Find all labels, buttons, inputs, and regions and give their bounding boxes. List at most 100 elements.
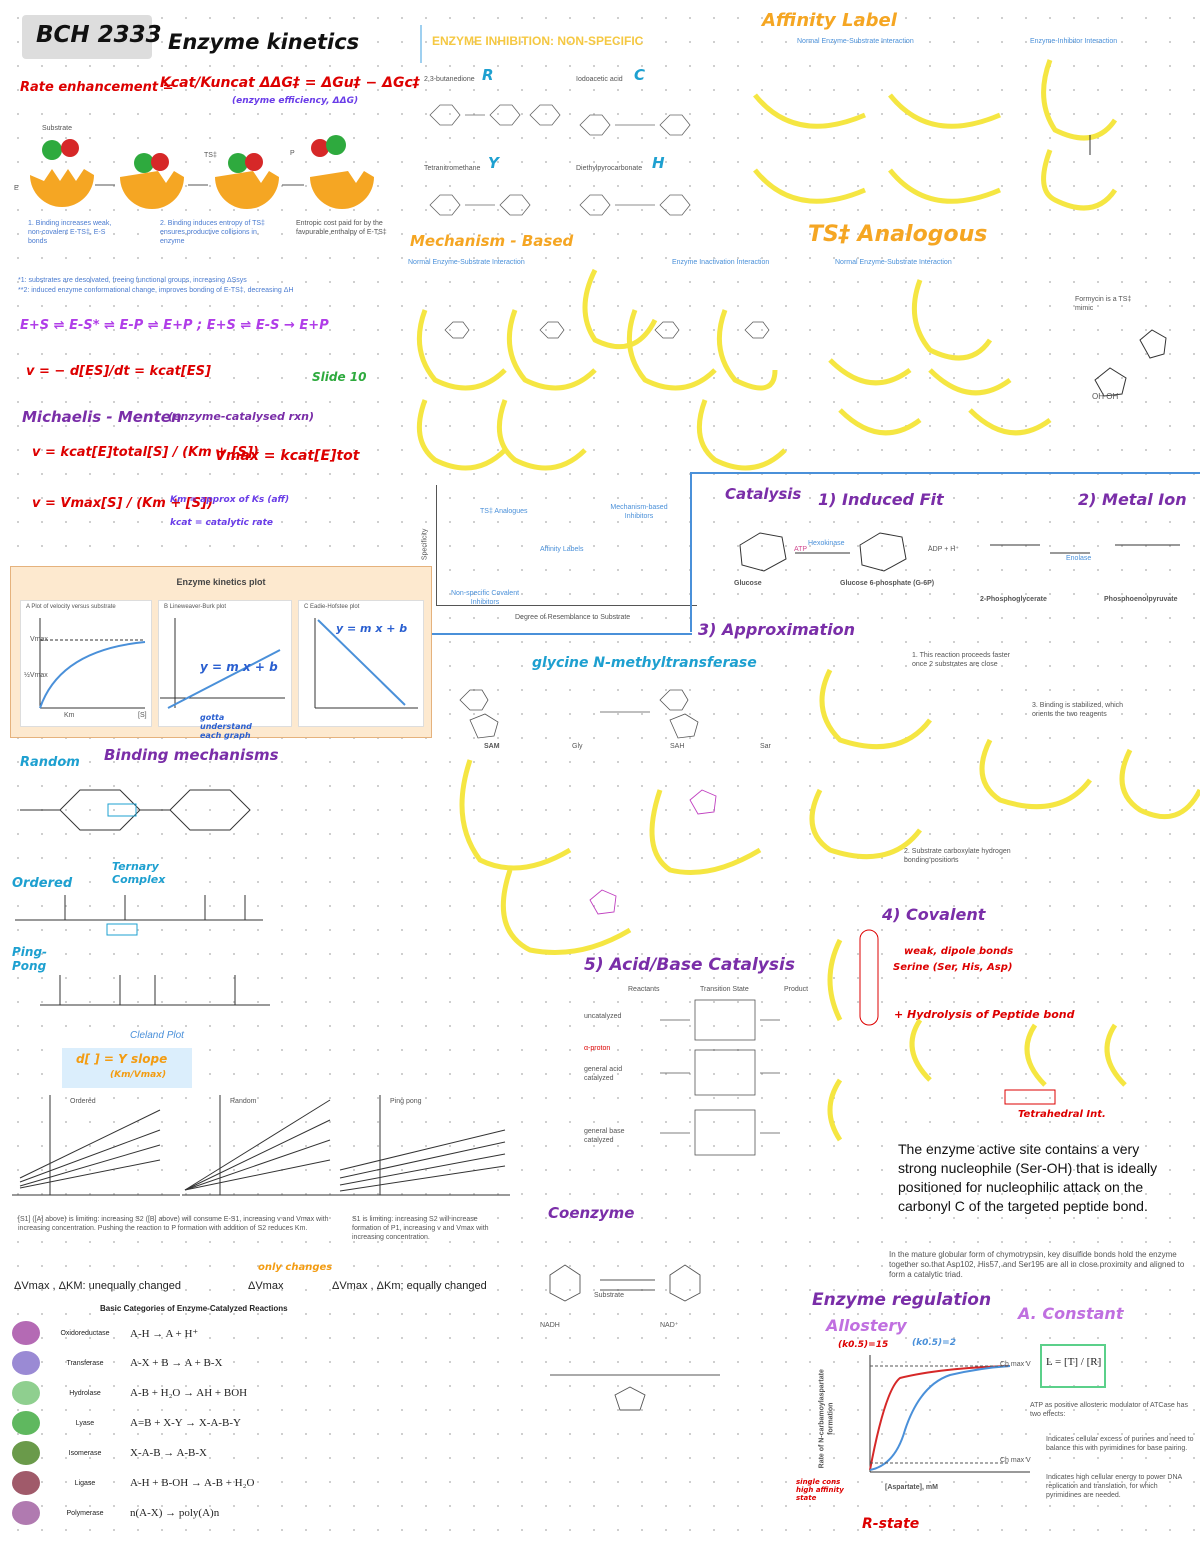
category-name: Hydrolase <box>69 1389 101 1397</box>
lb-eq: y = m x + b <box>200 660 278 674</box>
plot-km: Km <box>64 712 75 719</box>
random-label: Random <box>20 755 80 770</box>
approx-note-1: 1. This reaction proceeds faster once 2 … <box>912 652 1010 668</box>
inhibitor-a: 2,3-butanedione <box>424 76 475 83</box>
inhibitor-d: Diethylpyrocarbonate <box>576 165 643 172</box>
acid-row-0: α-proton <box>584 1045 611 1052</box>
approx-note-2: 2. Substrate carboxylate hydrogen bondin… <box>904 848 1011 864</box>
note-2: **2: induced enzyme conformational chang… <box>18 287 294 294</box>
covalent-structures <box>827 929 1127 1142</box>
enzyme-blob-icon <box>12 1321 40 1345</box>
fig-e-label: E <box>14 185 19 192</box>
reg-vmax-1: Ch max V <box>1000 1361 1031 1368</box>
rate-eq: v = − d[ES]/dt = kcat[ES] <box>26 364 211 379</box>
spec-ns: Non-specific Covalent Inhibitors <box>450 590 520 606</box>
coenzyme-title: Coenzyme <box>548 1204 635 1222</box>
reg-x-label: [Aspartate], mM <box>885 1484 938 1491</box>
mechanism-sub-1: Normal Enzyme-Substrate Interaction <box>408 259 525 266</box>
ts-sub: Normal Enzyme-Substrate Interaction <box>835 259 952 266</box>
fig-step-3: Entropic cost paid for by the favourable… <box>296 220 387 236</box>
ordered-diagram <box>15 895 263 936</box>
divider-vertical-2 <box>690 472 692 632</box>
binding-figure <box>30 135 374 209</box>
plot-gate-note: gotta understand each graph <box>200 713 252 740</box>
coenzyme-substrate: Substrate <box>594 1292 624 1299</box>
constant-title: A. Constant <box>1018 1304 1124 1323</box>
atp-effect-1: Indicates cellular excess of purines and… <box>1046 1436 1194 1452</box>
acid-col-2: Transition State <box>700 986 749 993</box>
slope-box <box>62 1048 192 1088</box>
category-reaction: A-H → A + H⁺ <box>130 1327 199 1340</box>
acid-row-3: general base catalyzed <box>584 1128 625 1144</box>
tetrahedral-label: Tetrahedral Int. <box>1018 1109 1106 1120</box>
category-reaction: X-A-B → A-B-X <box>130 1447 207 1459</box>
slope-text-2: (Km/Vmax) <box>110 1070 167 1080</box>
rate-formula: Kcat/Kuncat ΔΔG‡ = ΔGu‡ − ΔGc‡ <box>160 75 420 91</box>
enzyme-blob-icon <box>12 1381 40 1405</box>
category-reaction: n(A-X) → poly(A)n <box>130 1507 220 1519</box>
divider-horizontal-2 <box>432 633 692 635</box>
mm-eq2: v = Vmax[S] / (Km + [S]) <box>32 496 213 511</box>
ternary-label: Ternary Complex <box>112 860 166 886</box>
ts-title: TS‡ Analogous <box>808 222 988 247</box>
topic-title: Enzyme kinetics <box>168 30 360 54</box>
inhibitor-structures <box>429 104 691 216</box>
induced-fit-title: 1) Induced Fit <box>818 490 944 509</box>
pingpong-diagram <box>40 975 270 1006</box>
mm-title: Michaelis - Menten <box>22 408 182 426</box>
pathway-eq: E+S ⇌ E-S* ⇌ E-P ⇌ E+P ; E+S ⇌ E-S → E+P <box>20 318 329 333</box>
cleland-caption-1: [S1] ([A] above) is limiting: increasing… <box>18 1216 329 1232</box>
plot-a <box>20 600 152 727</box>
ts-enzymes <box>828 279 1167 436</box>
inhibitor-b-residue: C <box>634 66 646 84</box>
mechanism-sub-2: Enzyme Inactivation Interaction <box>672 259 770 266</box>
category-name: Isomerase <box>68 1449 102 1457</box>
mm-km-note: Km = approx of Ks (aff) <box>170 495 290 505</box>
inhibitor-b: Iodoacetic acid <box>576 76 623 83</box>
glycine-nmt: glycine N-methyltransferase <box>532 655 757 671</box>
course-badge <box>22 15 152 59</box>
catalysis-structures <box>739 532 1180 572</box>
plot-c-title: C Eadie-Hofstee plot <box>304 604 360 610</box>
k-low: (k0.5)=2 <box>912 1338 956 1348</box>
plot-a-title: A Plot of velocity versus substrate <box>26 604 116 610</box>
ts-note: Formycin is a TS‡ mimic <box>1075 296 1132 312</box>
metal-ion-title: 2) Metal Ion <box>1078 490 1187 509</box>
covalent-note-2: Serine (Ser, His, Asp) <box>893 962 1013 973</box>
atp-effect-2: Indicates high cellular energy to power … <box>1046 1474 1182 1499</box>
affinity-enzymes <box>753 59 1118 211</box>
fig-step-1: 1. Binding increases weak, non-covalent … <box>28 220 112 245</box>
categories-title: Basic Categories of Enzyme-Catalyzed Rea… <box>100 1304 288 1313</box>
dv-1: ΔVmax , ΔKM: unequally changed <box>14 1280 181 1292</box>
inhibitor-a-residue: R <box>482 66 494 84</box>
sam-label: SAM <box>484 743 500 750</box>
rate-note: (enzyme efficiency, ΔΔG) <box>232 96 359 106</box>
enzyme-blob-icon <box>12 1501 40 1525</box>
divider-horizontal <box>690 472 1200 474</box>
cleland-label: Cleland Plot <box>130 1030 184 1041</box>
plot-curves <box>39 618 418 709</box>
inhibition-title: ENZYME INHIBITION: NON-SPECIFIC <box>432 34 644 48</box>
plot-b <box>158 600 292 727</box>
mm-sub: (enzyme-catalysed rxn) <box>168 410 315 423</box>
sah-label: SAH <box>670 743 685 750</box>
category-reaction: A-X + B → A + B-X <box>130 1357 223 1369</box>
affinity-sub-2: Enzyme-Inhibitor Interaction <box>1030 38 1118 45</box>
category-reaction: A=B + X-Y → X-A-B-Y <box>130 1417 241 1429</box>
acid-col-1: Reactants <box>628 986 660 993</box>
course-title: BCH 2333 <box>36 22 162 48</box>
ts-oh: OH OH <box>1092 392 1119 401</box>
spec-ts: TS‡ Analogues <box>480 508 528 515</box>
coenzyme-nad: NAD⁺ <box>660 1322 679 1329</box>
note-1: *1: substrates are desolvated, freeing f… <box>18 277 247 284</box>
ordered-label: Ordered <box>12 876 73 891</box>
hexokinase-label: Hexokinase <box>808 540 845 547</box>
approx-note-3: 3. Binding is stabilized, which orients … <box>1032 702 1124 718</box>
category-name: Lyase <box>75 1419 95 1427</box>
fig-step-2: 2. Binding induces entropy of TS‡ ensure… <box>160 220 265 245</box>
enzyme-blob-icon <box>12 1351 40 1375</box>
category-name: Polymerase <box>66 1509 104 1517</box>
atp-modulator: ATP as positive allosteric modulator of … <box>1030 1402 1188 1418</box>
